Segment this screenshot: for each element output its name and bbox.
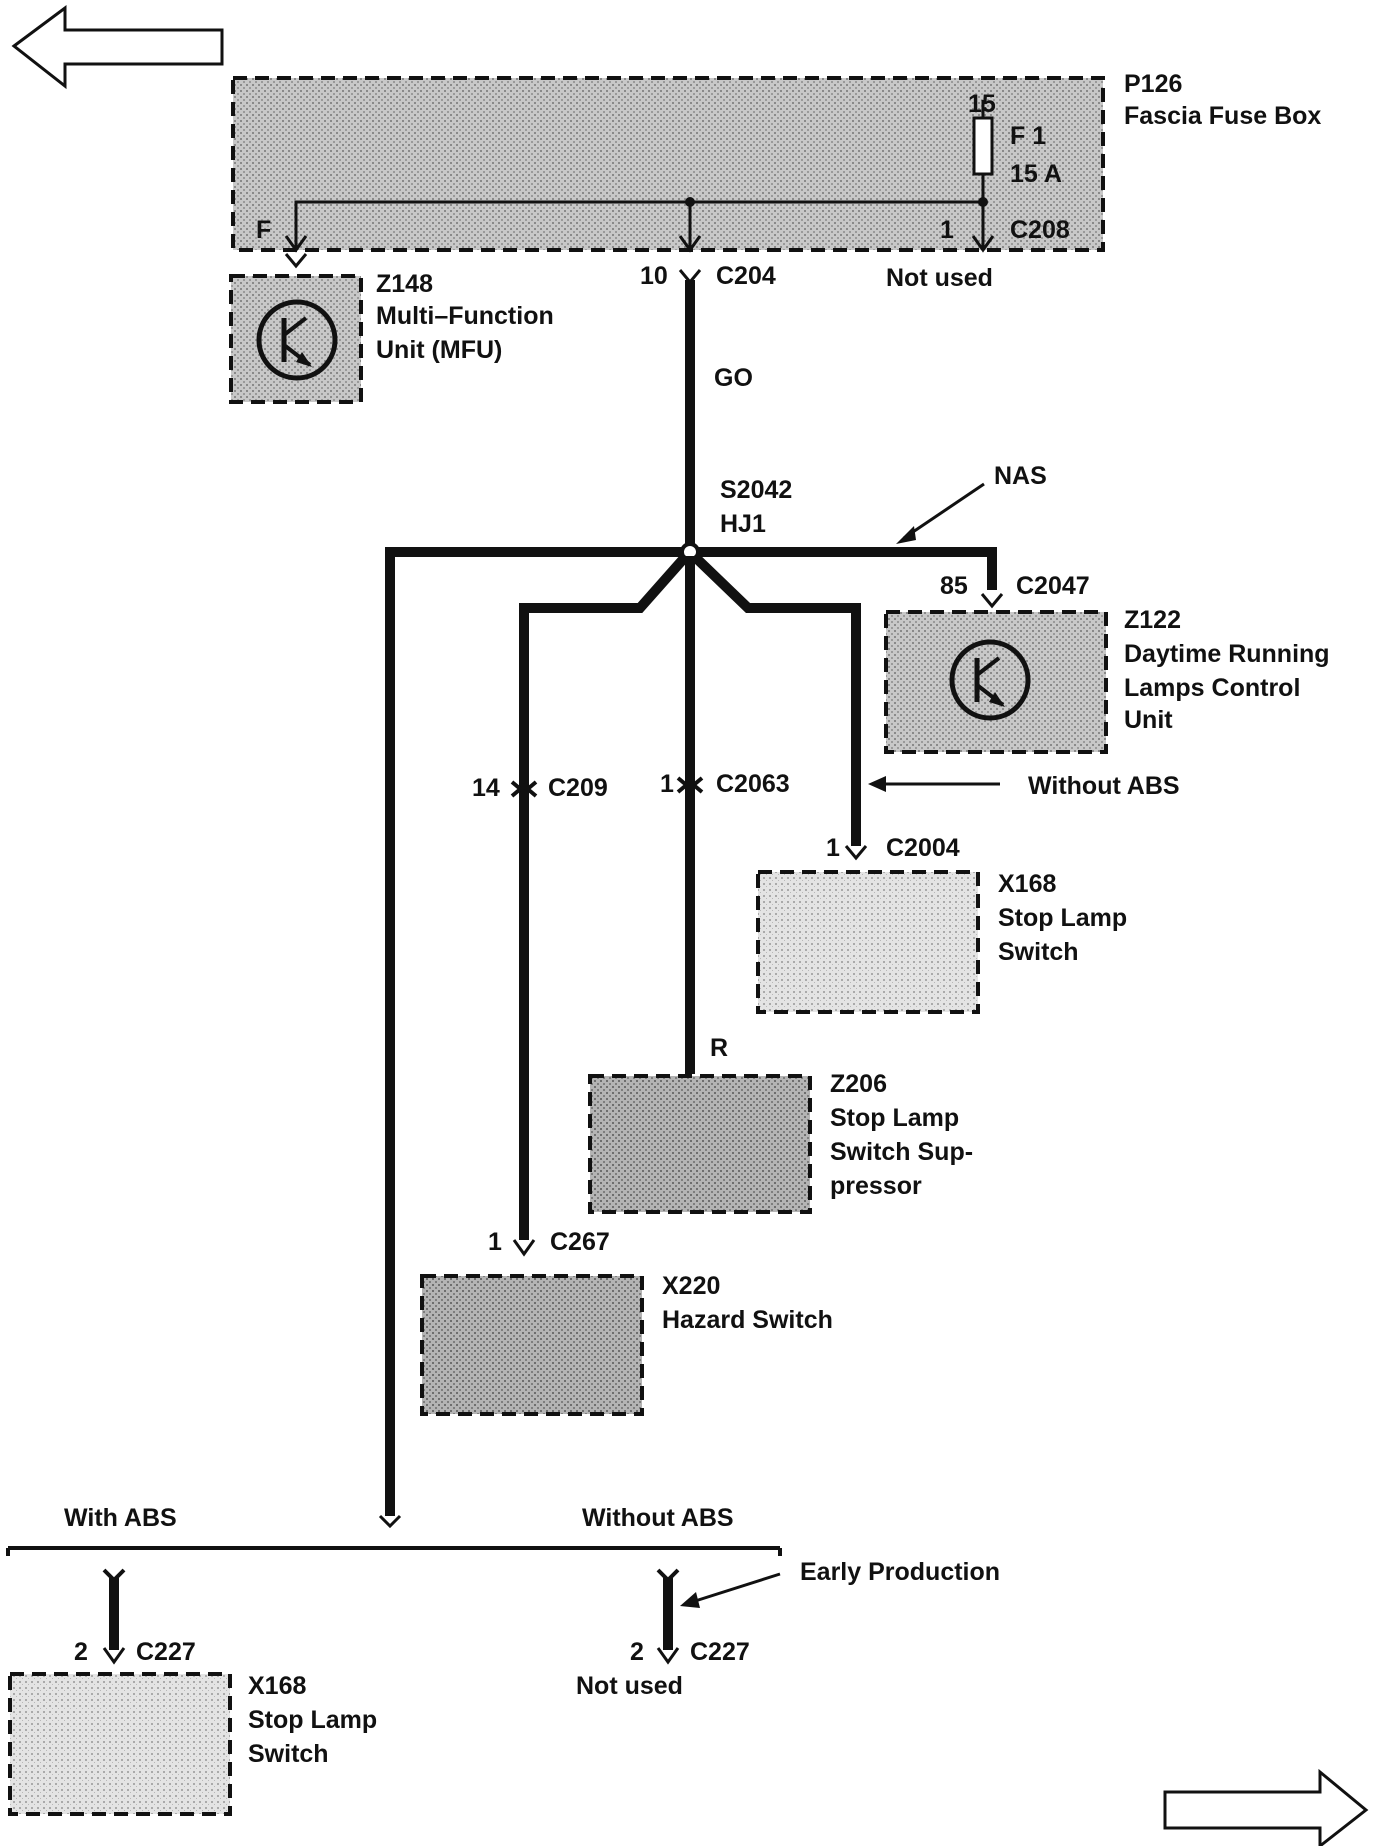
c227-right-pin: 2 (630, 1638, 644, 1666)
x168-bottom-name-1: Stop Lamp (248, 1706, 377, 1734)
z206-name-3: pressor (830, 1172, 922, 1200)
connector-c208: C208 (1010, 216, 1070, 244)
connector-c267: C267 (550, 1228, 610, 1256)
x220-id: X220 (662, 1272, 720, 1300)
connector-c2047: C2047 (1016, 572, 1090, 600)
not-used-top: Not used (886, 264, 993, 292)
drl-pin: 85 (940, 572, 968, 600)
early-production-label: Early Production (800, 1558, 1000, 1586)
z206-id: Z206 (830, 1070, 887, 1098)
nas-label: NAS (994, 462, 1047, 490)
c2063-pin: 1 (660, 770, 674, 798)
x168-bottom-id: X168 (248, 1672, 306, 1700)
x168-stop-lamp-switch-box (756, 870, 980, 1014)
x220-hazard-switch-box (420, 1274, 644, 1416)
mfu-name-1: Multi–Function (376, 302, 554, 330)
wire-go-label: GO (714, 364, 753, 392)
connector-c227-left: C227 (136, 1638, 196, 1666)
connector-c2004: C2004 (886, 834, 960, 862)
z206-name-2: Switch Sup- (830, 1138, 973, 1166)
connector-c209: C209 (548, 774, 608, 802)
z206-suppressor-box (588, 1074, 812, 1214)
without-abs-bottom-label: Without ABS (582, 1504, 734, 1532)
splice-id: S2042 (720, 476, 792, 504)
left-arrow-icon[interactable] (11, 5, 224, 90)
fuse-icon (972, 116, 994, 176)
without-abs-mid: Without ABS (1028, 772, 1180, 800)
fuse-pin-1: 1 (940, 216, 954, 244)
right-arrow-icon[interactable] (1163, 1768, 1369, 1846)
c204-pin: 10 (640, 262, 668, 290)
connector-c204: C204 (716, 262, 776, 290)
drl-name-2: Lamps Control (1124, 674, 1300, 702)
fuse-box-p126 (231, 76, 1105, 252)
with-abs-label: With ABS (64, 1504, 177, 1532)
drl-name-3: Unit (1124, 706, 1173, 734)
z206-name-1: Stop Lamp (830, 1104, 959, 1132)
c227-left-pin: 2 (74, 1638, 88, 1666)
x168-bottom-stop-lamp-switch-box (8, 1672, 232, 1816)
not-used-bottom: Not used (576, 1672, 683, 1700)
x168-mid-id: X168 (998, 870, 1056, 898)
c209-pin: 14 (472, 774, 500, 802)
fuse-name-label: F 1 (1010, 122, 1046, 150)
fuse-box-id: P126 (1124, 70, 1182, 98)
connector-c2063: C2063 (716, 770, 790, 798)
c267-pin: 1 (488, 1228, 502, 1256)
x168-mid-name-1: Stop Lamp (998, 904, 1127, 932)
splice-code: HJ1 (720, 510, 766, 538)
connector-c227-right: C227 (690, 1638, 750, 1666)
drl-id: Z122 (1124, 606, 1181, 634)
transistor-icon (256, 299, 338, 381)
c2004-pin: 1 (826, 834, 840, 862)
wire-hazard-branch (519, 552, 690, 1240)
x220-name: Hazard Switch (662, 1306, 833, 1334)
transistor-icon (949, 639, 1031, 721)
mfu-id: Z148 (376, 270, 433, 298)
fuse-rating-label: 15 A (1010, 160, 1062, 188)
drl-name-1: Daytime Running (1124, 640, 1330, 668)
mfu-box (229, 274, 363, 404)
wire-stoplamp-branch (690, 552, 861, 846)
fuse-pin-f: F (256, 216, 271, 244)
x168-mid-name-2: Switch (998, 938, 1079, 966)
x168-bottom-name-2: Switch (248, 1740, 329, 1768)
wire-r-label: R (710, 1034, 728, 1062)
drl-box (884, 610, 1108, 754)
mfu-name-2: Unit (MFU) (376, 336, 502, 364)
fuse-box-name: Fascia Fuse Box (1124, 102, 1321, 130)
